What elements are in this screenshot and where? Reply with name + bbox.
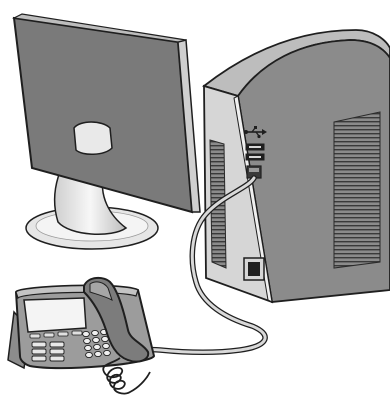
tower-side-vents <box>334 112 380 268</box>
phone-screen <box>24 298 86 332</box>
monitor-back-panel <box>14 18 192 212</box>
monitor-mount <box>74 122 112 154</box>
monitor <box>14 14 200 249</box>
power-socket <box>244 258 264 280</box>
ip-phone <box>8 278 154 394</box>
tower-pc <box>204 30 390 302</box>
